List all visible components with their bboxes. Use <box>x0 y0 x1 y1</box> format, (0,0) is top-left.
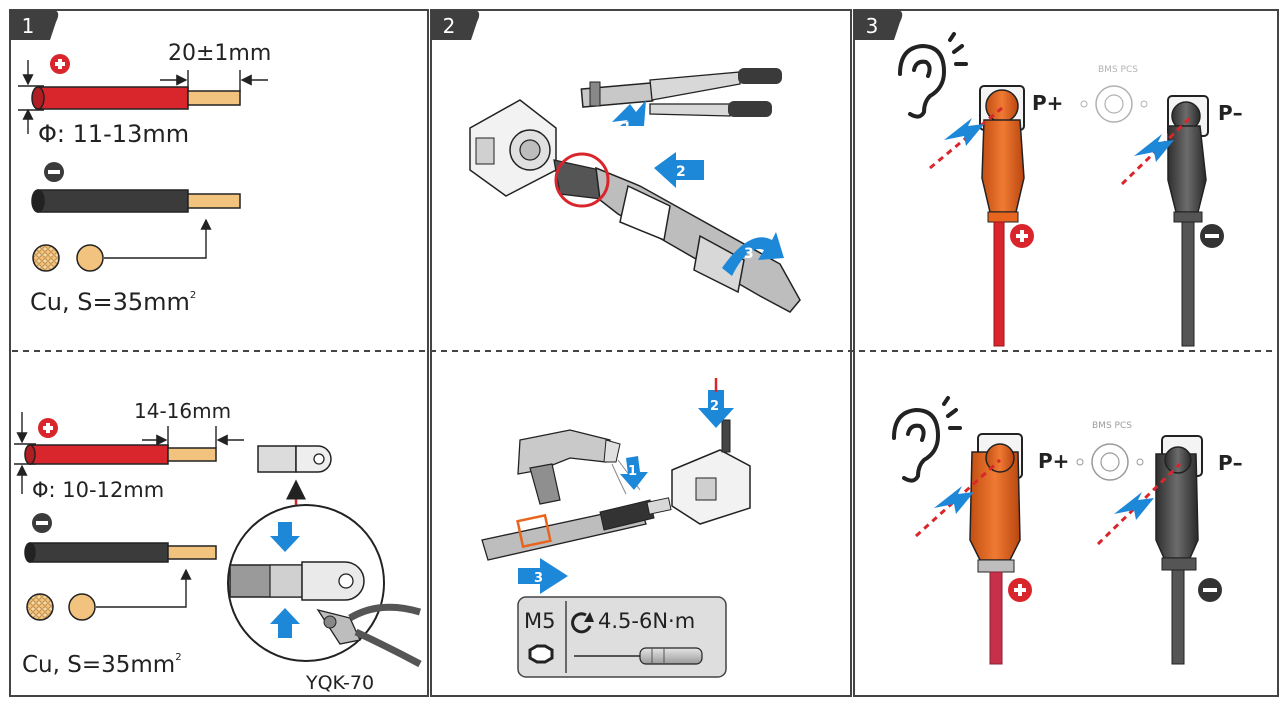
p-plus-label: P+ <box>1032 91 1063 115</box>
p-minus-label: P– <box>1218 451 1243 475</box>
minus-icon <box>32 513 52 533</box>
torque-value-label: 4.5-6N·m <box>598 609 695 633</box>
svg-text:BMS PCS: BMS PCS <box>1098 65 1138 75</box>
solid-conductor-icon <box>77 245 103 271</box>
stranded-conductor-icon <box>33 245 59 271</box>
material-label: Cu, S=35mm2 <box>22 652 182 678</box>
diameter-label: Φ: 10-12mm <box>32 478 164 502</box>
step-number: 2 <box>443 14 456 38</box>
hex-nut-icon <box>530 646 552 662</box>
plus-icon <box>1010 224 1034 248</box>
grey-connector <box>1122 96 1208 346</box>
step-arrow-1: 1 <box>620 456 648 490</box>
minus-icon <box>1198 578 1222 602</box>
step-arrow-2: 2 <box>654 152 704 188</box>
torque-spec-box: M5 4.5-6N·m <box>518 597 726 677</box>
panel-1-top: 20±1mm Φ: 11-13mm Cu, S=35mm2 <box>18 41 271 316</box>
port-diagram-faded: BMS PCS <box>1081 65 1147 122</box>
strip-length-label: 14-16mm <box>134 399 231 423</box>
panel-2-top: 1 2 3 <box>470 68 800 312</box>
svg-text:2: 2 <box>710 399 719 414</box>
leader-line <box>104 220 206 258</box>
black-cable <box>25 543 216 562</box>
step-tab-3: 3 <box>854 10 902 40</box>
plus-icon <box>1008 578 1032 602</box>
panel-3-bottom: P+ BMS PCS P– <box>894 398 1243 664</box>
heat-shrink-cable-icon <box>482 498 671 560</box>
step-tab-1: 1 <box>10 10 58 40</box>
svg-text:1: 1 <box>622 120 632 136</box>
red-cable <box>25 445 216 464</box>
panel-1-bottom: 14-16mm Φ: 10-12mm Cu, S=35mm2 <box>14 399 420 694</box>
plus-icon <box>50 54 70 74</box>
step-arrow-1: 1 <box>612 100 646 136</box>
svg-text:BMS PCS: BMS PCS <box>1092 421 1132 431</box>
hydraulic-crimper-icon <box>581 68 782 117</box>
stranded-conductor-icon <box>27 594 53 620</box>
svg-text:1: 1 <box>628 464 637 479</box>
heat-gun-icon <box>518 430 640 504</box>
red-cable <box>32 87 240 109</box>
ear-icon <box>894 398 960 481</box>
orange-connector <box>916 434 1022 664</box>
panel-2-bottom: 1 2 3 M5 4.5-6N·m <box>482 378 750 677</box>
plus-icon <box>38 418 58 438</box>
svg-text:2: 2 <box>676 164 686 180</box>
ring-lug-icon <box>258 446 331 472</box>
diameter-label: Φ: 11-13mm <box>38 120 189 148</box>
step-number: 3 <box>866 14 879 38</box>
insert-arrow <box>944 118 984 146</box>
panel-3-top: P+ BMS PCS P– <box>900 34 1243 346</box>
step-number: 1 <box>22 14 35 38</box>
step-tab-2: 2 <box>431 10 479 40</box>
step-arrow-3: 3 <box>518 558 568 594</box>
minus-icon <box>1200 224 1224 248</box>
material-label: Cu, S=35mm2 <box>30 288 196 316</box>
leader-line <box>96 570 186 607</box>
tool-model-label: YQK-70 <box>305 672 374 694</box>
bolt-size-label: M5 <box>524 609 555 633</box>
connector-housing-icon <box>672 420 750 524</box>
strip-length-label: 20±1mm <box>168 41 271 66</box>
svg-text:3: 3 <box>534 571 543 586</box>
ear-icon <box>900 34 966 117</box>
p-plus-label: P+ <box>1038 449 1069 473</box>
minus-icon <box>44 162 64 182</box>
angled-connector-icon <box>470 100 556 196</box>
orange-connector <box>930 86 1024 346</box>
black-cable <box>32 190 240 212</box>
svg-text:3: 3 <box>744 246 754 262</box>
p-minus-label: P– <box>1218 101 1243 125</box>
port-diagram-faded: BMS PCS <box>1077 421 1143 480</box>
solid-conductor-icon <box>69 594 95 620</box>
